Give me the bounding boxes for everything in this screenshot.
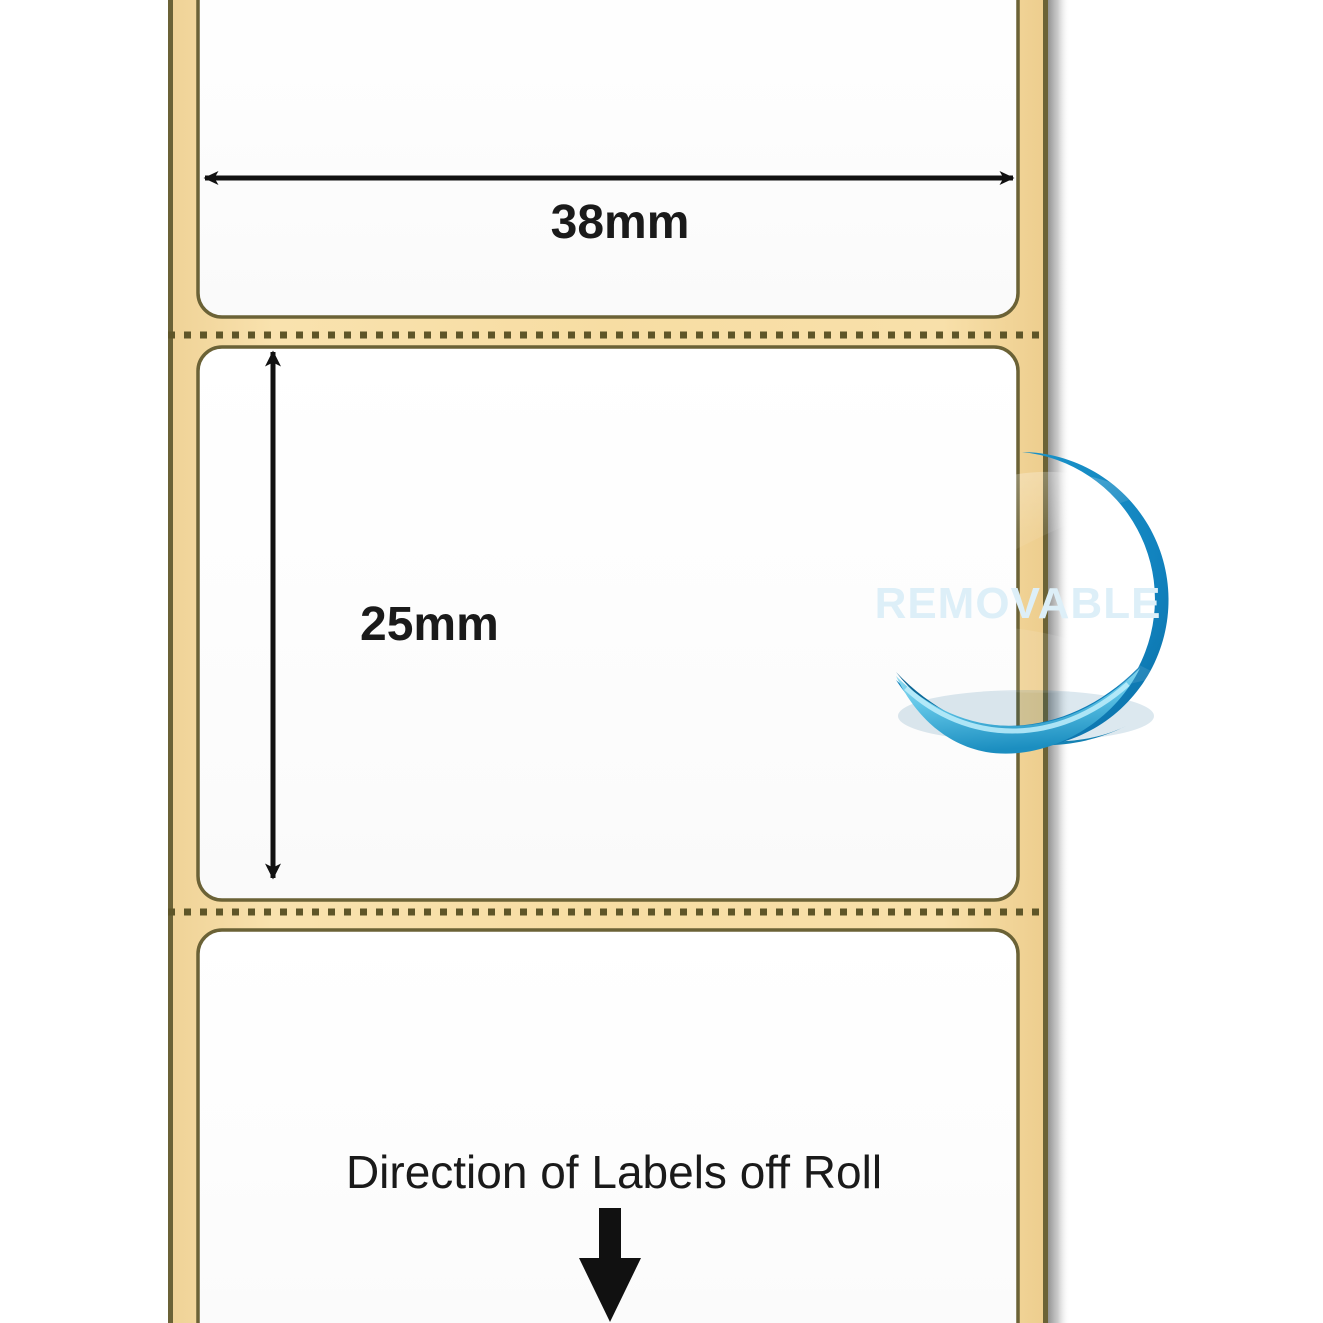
direction-caption-label: Direction of Labels off Roll	[346, 1146, 882, 1198]
label-top-partial	[196, 0, 1020, 319]
liner-right-edge	[1043, 0, 1048, 1323]
width-dimension-label: 38mm	[551, 196, 690, 249]
direction-down-arrow-icon	[579, 1208, 641, 1322]
height-dimension-label: 25mm	[360, 598, 499, 651]
height-dimension: 25mm	[265, 350, 499, 880]
label-faces	[196, 0, 1020, 1323]
roll-drop-shadow	[1048, 0, 1070, 1323]
width-dimension: 38mm	[203, 171, 1015, 249]
badge-peel-flap	[896, 668, 1140, 754]
badge-label: REMOVABLE	[875, 579, 1162, 628]
liner-left-edge	[168, 0, 173, 1323]
badge-sheen-lower	[888, 625, 1160, 693]
removable-badge: REMOVABLE	[875, 452, 1169, 754]
label-middle	[196, 345, 1020, 902]
badge-gloss-highlight	[901, 471, 1140, 614]
badge-peel-edge-highlight	[904, 682, 1130, 734]
direction-caption: Direction of Labels off Roll	[346, 1146, 882, 1322]
perforation-lines	[168, 331, 1048, 916]
label-bottom-partial	[196, 928, 1020, 1323]
